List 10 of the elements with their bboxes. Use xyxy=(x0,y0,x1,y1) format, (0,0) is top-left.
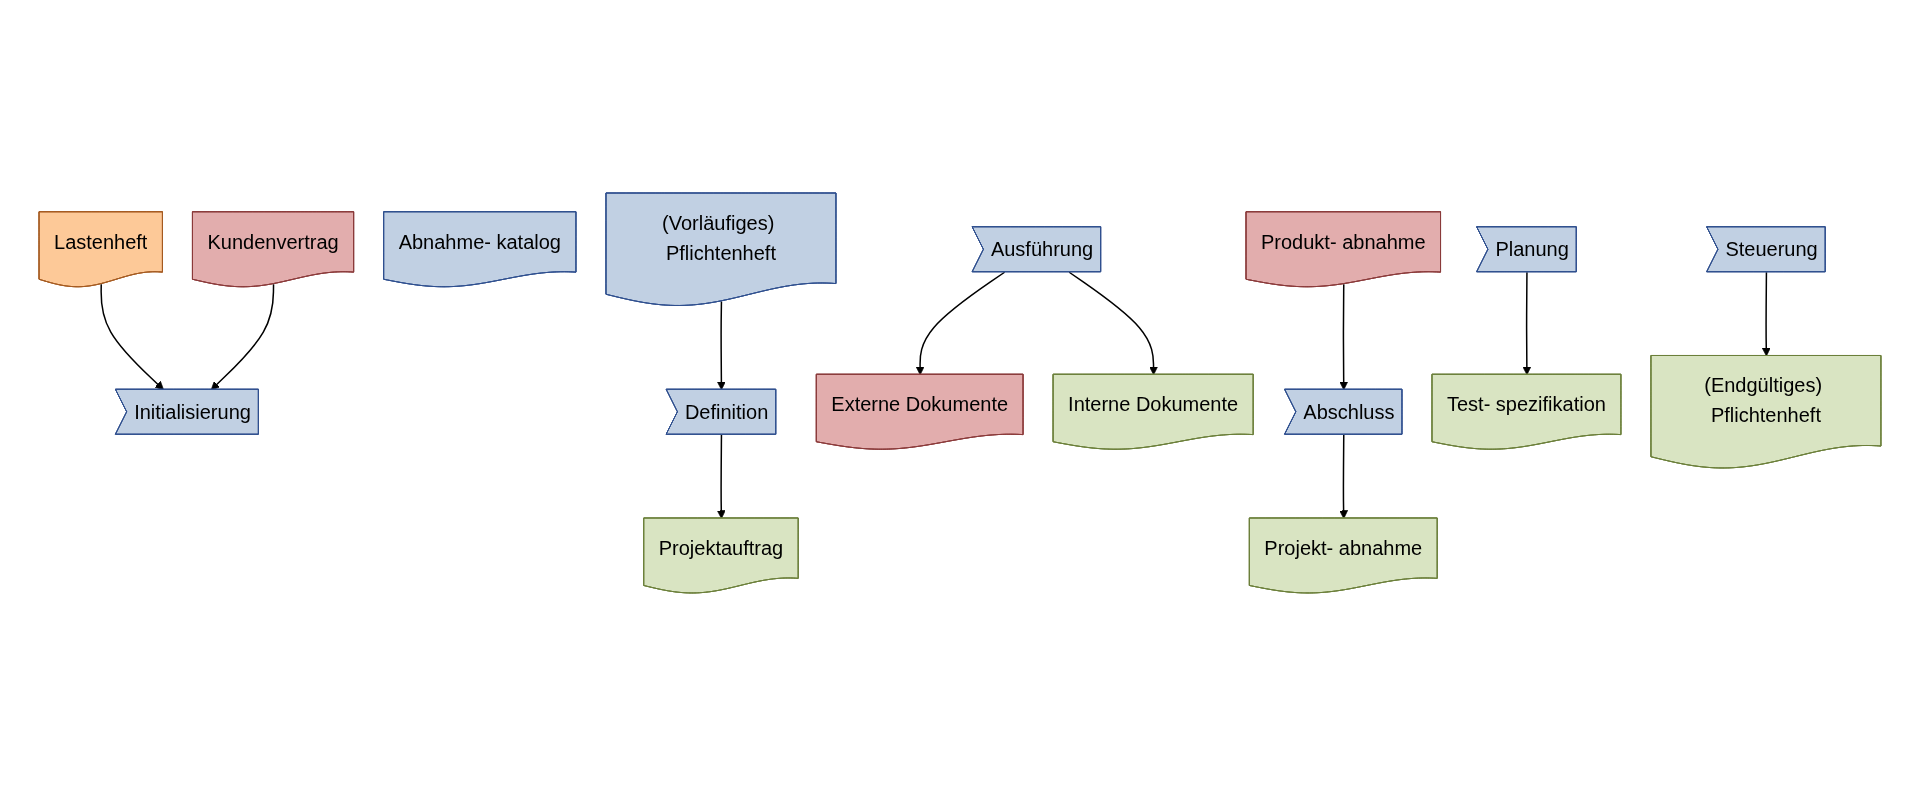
arrow xyxy=(716,300,726,391)
arrow xyxy=(210,283,274,391)
arrow xyxy=(1068,271,1158,376)
arrow xyxy=(915,271,1005,376)
arrow xyxy=(1338,283,1348,391)
arrow xyxy=(1522,271,1531,376)
arrow xyxy=(1338,434,1348,519)
arrow xyxy=(716,434,726,519)
arrow xyxy=(1761,271,1771,357)
arrow xyxy=(99,283,164,391)
